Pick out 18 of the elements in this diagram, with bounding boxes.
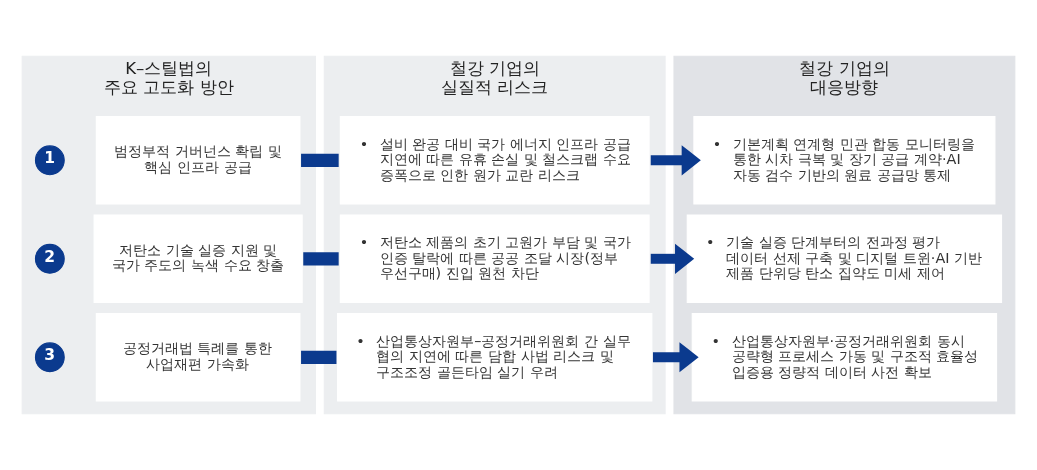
node-box: • 산업통상자원부–공정거래위원회 간 실무 협의 지연에 따른 담합 사법 리스크 및 구조조정 골든타임 실기 우려 [337,313,653,402]
node-box: 공정거래법 특례를 통한 사업재편 가속화 [95,313,301,402]
node-box: • 기본계획 연계형 민관 합동 모니터링을 통한 시차 극복 및 장기 공급 계약·AI 자동 검수 기반의 원료 공급망 통제 [693,116,996,205]
node-box: • 저탄소 제품의 초기 고원가 부담 및 국가 인증 탈락에 따른 공공 조달 시장(정부 우선구매) 진입 원천 차단 [339,214,650,304]
connector [301,350,337,364]
connector [301,153,339,167]
connector [303,252,339,266]
node-box: • 설비 완공 대비 국가 에너지 인프라 공급 지연에 따른 유휴 손실 및 철스크랩 수요 증폭으로 인한 원가 교란 리스크 [339,116,650,205]
node-circle: 1 [34,145,65,176]
node-box: • 산업통상자원부·공정거래위원회 동시 공략형 프로세스 가동 및 구조적 효율성 입증용 정량적 데이터 사전 확보 [691,313,998,402]
node-circle: 3 [34,342,65,373]
arrow [652,342,699,373]
node-box: 저탄소 기술 실증 지원 및 국가 주도의 녹색 수요 창출 [93,214,303,304]
arrow [650,243,695,274]
node-box: 범정부적 거버넌스 확립 및 핵심 인프라 공급 [95,116,301,205]
arrow [650,145,701,176]
node-circle: 2 [34,243,65,274]
node-box: • 기술 실증 단계부터의 전과정 평가 데이터 선제 구축 및 디지털 트윈·AI 기반 제품 단위당 탄소 집약도 미세 제어 [686,214,1003,304]
